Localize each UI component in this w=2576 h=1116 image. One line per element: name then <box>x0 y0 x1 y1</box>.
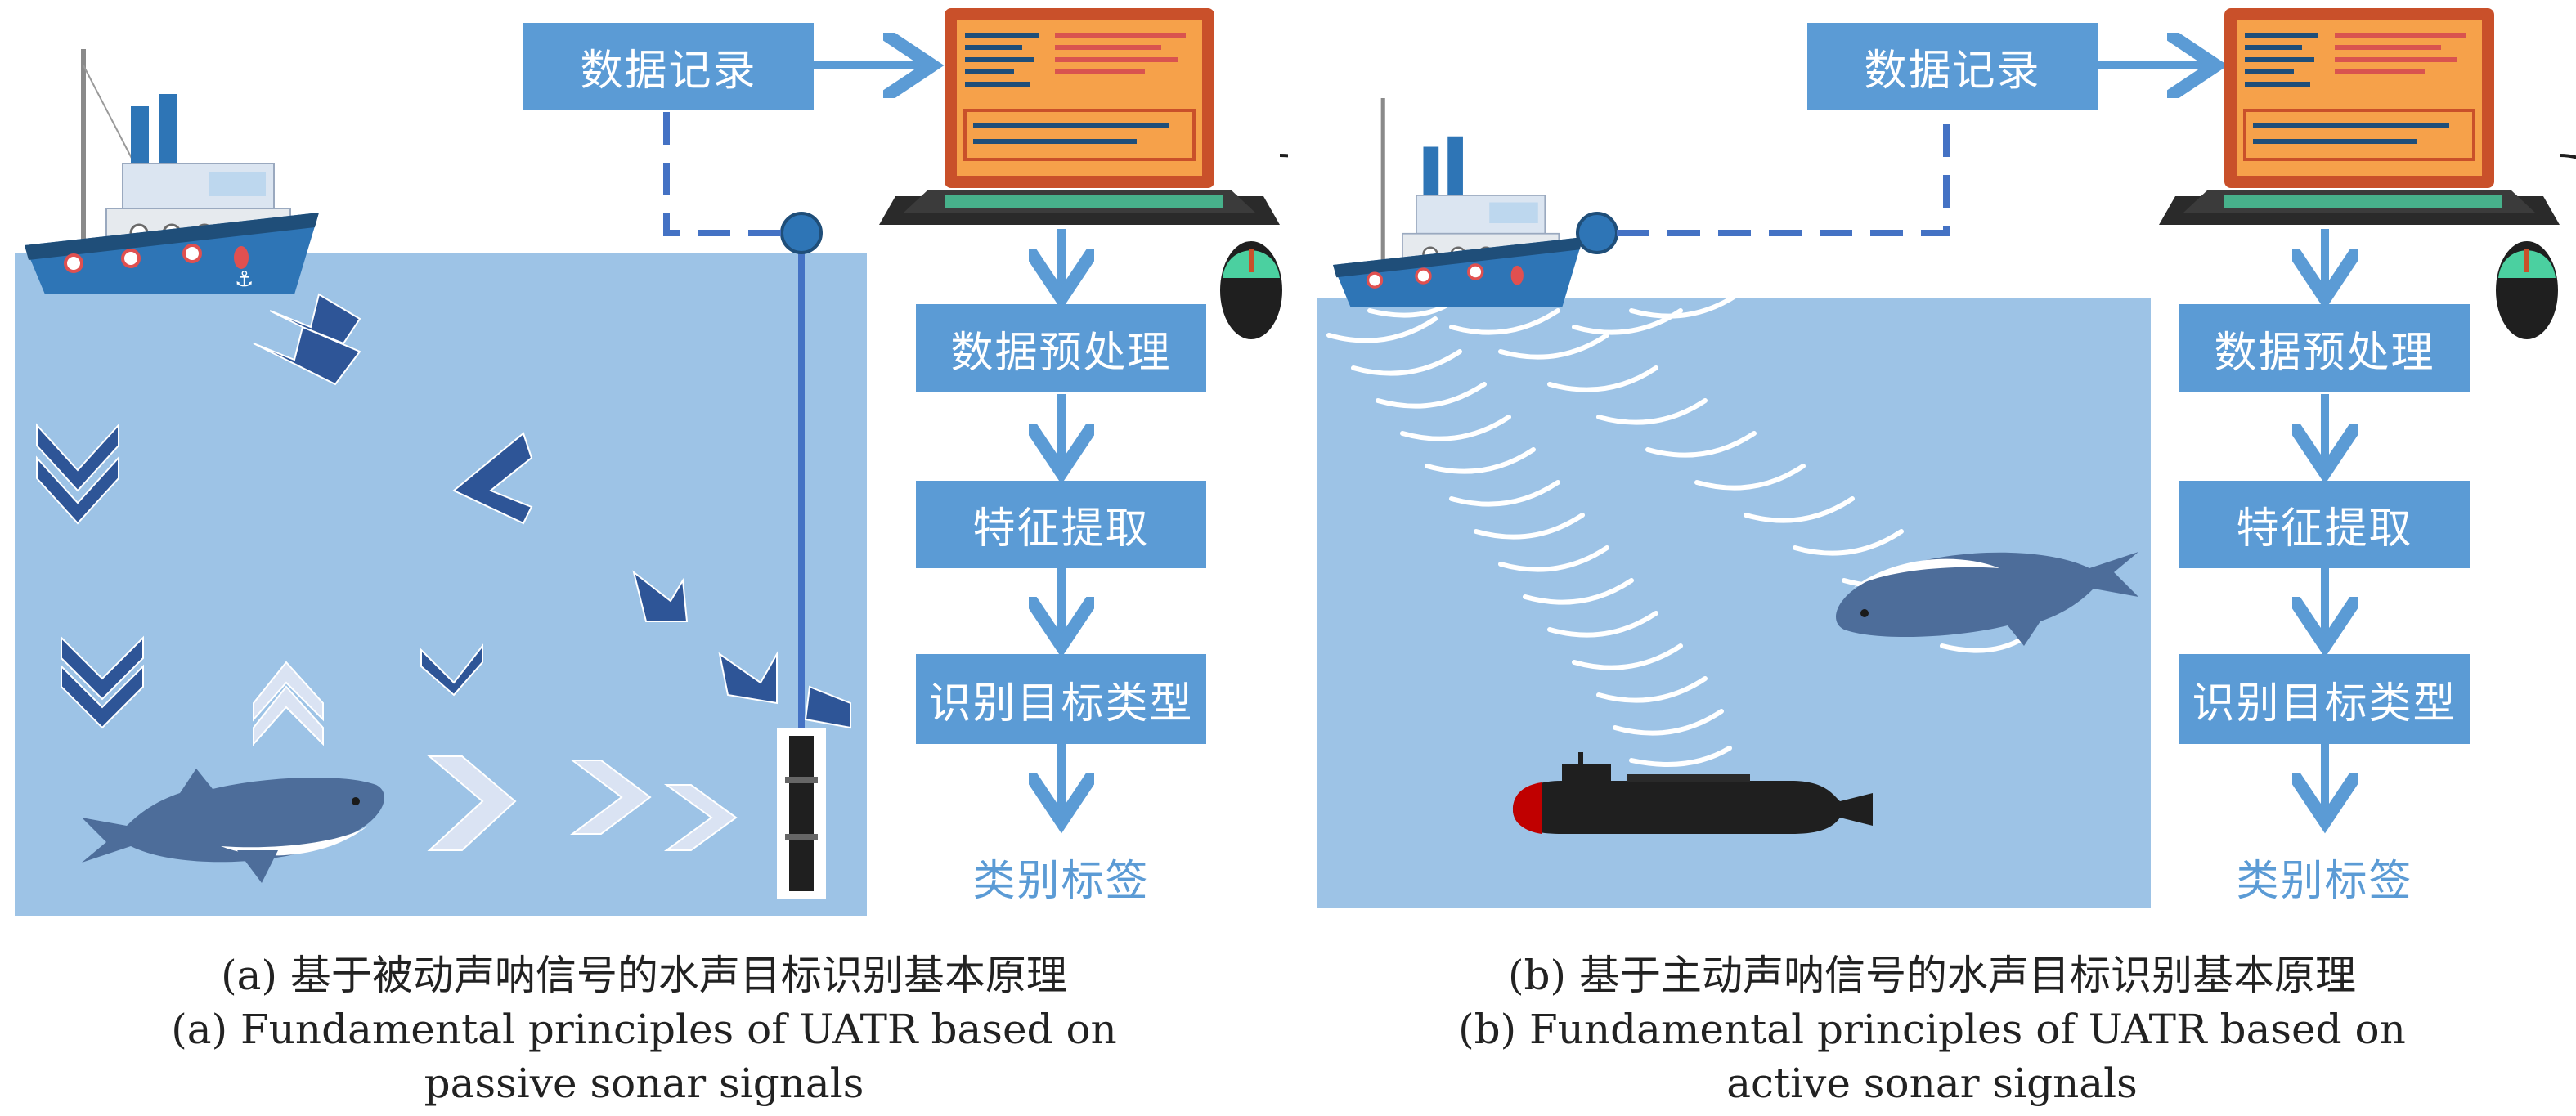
feature-extraction-step: 特征提取 <box>2179 481 2470 568</box>
hydrophone-icon <box>777 728 826 899</box>
caption-b-en-1: (b) Fundamental principles of UATR based… <box>1458 1006 2406 1053</box>
panel-active: 数据记录 数据预处理 特征提取 识别目标类型 类别标签 (b) 基于主动声呐信号… <box>1288 0 2576 1116</box>
caption-a: (a) 基于被动声呐信号的水声目标识别基本原理 (a) Fundamental … <box>0 948 1288 1110</box>
dashed-connector <box>663 110 781 236</box>
target-recognition-step: 识别目标类型 <box>2179 654 2470 744</box>
sensor-node <box>1576 212 1618 254</box>
ship-icon <box>1333 98 1583 307</box>
preprocess-step: 数据预处理 <box>916 304 1206 392</box>
dashed-connector <box>1617 110 1950 236</box>
target-recognition-step: 识别目标类型 <box>916 654 1206 744</box>
caption-b-en-2: active sonar signals <box>1726 1060 2138 1107</box>
data-record-box: 数据记录 <box>523 23 814 110</box>
caption-b-cn: (b) 基于主动声呐信号的水声目标识别基本原理 <box>1508 952 2356 999</box>
ship-icon: ⚓ <box>25 49 319 294</box>
data-record-box: 数据记录 <box>1807 23 2098 110</box>
class-label-output: 类别标签 <box>972 857 1150 906</box>
laptop-icon <box>879 8 1288 225</box>
shark-icon <box>1836 552 2138 646</box>
sonar-pulse-icon <box>1326 292 2026 767</box>
sensor-node <box>780 212 823 254</box>
active-scene <box>1317 8 2576 908</box>
caption-a-en-2: passive sonar signals <box>424 1060 864 1107</box>
laptop-icon <box>2159 8 2576 225</box>
caption-b: (b) 基于主动声呐信号的水声目标识别基本原理 (b) Fundamental … <box>1288 948 2576 1110</box>
shark-icon <box>82 769 384 883</box>
passive-scene: ⚓ <box>15 8 1288 916</box>
caption-a-cn: (a) 基于被动声呐信号的水声目标识别基本原理 <box>221 952 1067 999</box>
svg-text:⚓: ⚓ <box>235 267 254 292</box>
caption-a-en-1: (a) Fundamental principles of UATR based… <box>171 1006 1117 1053</box>
class-label-output: 类别标签 <box>2236 857 2413 906</box>
feature-extraction-step: 特征提取 <box>916 481 1206 568</box>
submarine-icon <box>1513 752 1873 834</box>
mouse-icon <box>1220 241 1282 339</box>
preprocess-step: 数据预处理 <box>2179 304 2470 392</box>
chevron-wave-icon <box>36 293 851 851</box>
mouse-icon <box>2496 241 2558 339</box>
panel-passive: ⚓ <box>0 8 1288 1110</box>
